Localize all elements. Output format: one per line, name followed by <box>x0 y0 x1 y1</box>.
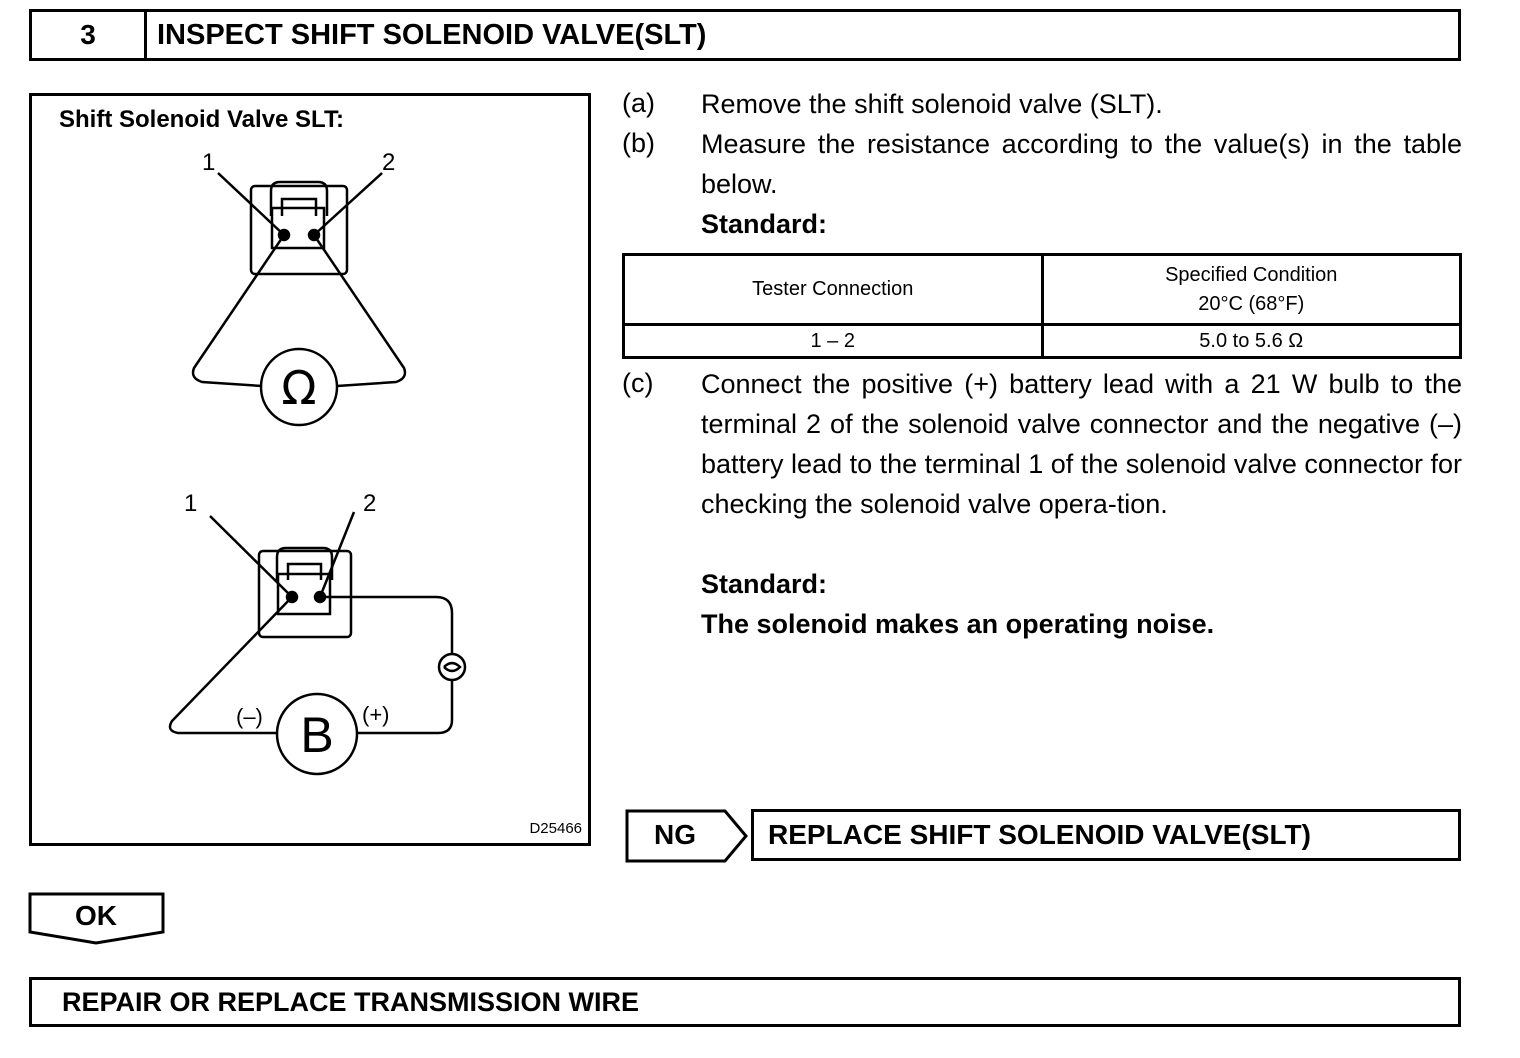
col-header-specified-condition: Specified Condition 20°C (68°F) <box>1040 253 1462 326</box>
ohmmeter-circle <box>259 347 339 427</box>
ohm-symbol: Ω <box>281 361 316 415</box>
top-leader-2 <box>313 172 383 236</box>
step-b-text: Measure the resistance according to the … <box>701 129 1462 199</box>
ok-action: REPAIR OR REPLACE TRANSMISSION WIRE <box>29 977 1461 1027</box>
ok-label: OK <box>75 900 117 931</box>
bottom-terminal-2-label: 2 <box>363 490 376 517</box>
figure-title: Shift Solenoid Valve SLT: <box>59 106 344 133</box>
ng-arrow-box <box>625 809 748 863</box>
step-b-label: (b) <box>622 128 655 158</box>
negative-label: (–) <box>236 704 263 729</box>
col-header-specified-condition-line1: Specified Condition <box>1165 263 1338 286</box>
bottom-connector-latch <box>275 546 334 580</box>
top-terminal-2-label: 2 <box>382 149 395 176</box>
battery-wire-negative <box>168 596 293 735</box>
resistance-spec-table: Tester Connection Specified Condition 20… <box>622 253 1462 359</box>
bottom-terminal-1-label: 1 <box>184 490 197 517</box>
figure-id: D25466 <box>529 820 582 837</box>
step-a-text: Remove the shift solenoid valve (SLT). <box>701 89 1163 119</box>
top-connector-latch <box>269 180 329 216</box>
step-c-text: Connect the positive (+) battery lead wi… <box>701 369 1462 519</box>
top-leader-1 <box>217 172 285 236</box>
ng-label: NG <box>654 819 696 850</box>
col-header-specified-condition-line2: 20°C (68°F) <box>1198 292 1305 315</box>
bulb-symbol <box>437 652 467 682</box>
ok-arrow-box <box>28 892 165 945</box>
step-c-standard: Standard: <box>701 569 828 599</box>
step-c-label: (c) <box>622 368 654 398</box>
table-row: 1 – 2 5.0 to 5.6 Ω <box>622 323 1462 359</box>
table-header-row: Tester Connection Specified Condition 20… <box>622 253 1462 326</box>
step-number: 3 <box>32 12 147 58</box>
ng-action: REPLACE SHIFT SOLENOID VALVE(SLT) <box>751 809 1461 861</box>
step-c-result: The solenoid makes an operating noise. <box>701 609 1215 639</box>
bottom-connector-body <box>257 549 353 639</box>
col-header-tester-connection: Tester Connection <box>622 253 1044 326</box>
positive-label: (+) <box>362 702 390 727</box>
cell-specified-condition: 5.0 to 5.6 Ω <box>1040 323 1462 359</box>
battery-symbol: B <box>300 707 333 763</box>
step-a-label: (a) <box>622 88 655 118</box>
ohmmeter-wire-left <box>191 234 286 388</box>
top-connector-body <box>249 184 349 276</box>
step-header: 3 INSPECT SHIFT SOLENOID VALVE(SLT) <box>29 9 1461 61</box>
cell-tester-connection: 1 – 2 <box>622 323 1044 359</box>
ohmmeter-wire-right <box>312 234 407 388</box>
solenoid-figure: Shift Solenoid Valve SLT: <box>29 93 591 846</box>
battery-circle <box>275 692 359 776</box>
battery-wire-positive <box>320 595 454 654</box>
bottom-leader-1 <box>209 515 293 598</box>
top-terminal-1-label: 1 <box>202 149 215 176</box>
step-b-standard: Standard: <box>701 209 828 239</box>
bottom-leader-2 <box>318 511 356 598</box>
step-title: INSPECT SHIFT SOLENOID VALVE(SLT) <box>157 18 707 51</box>
wiring-diagram: 1 2 Ω 1 2 B (–) (+) <box>168 149 467 776</box>
